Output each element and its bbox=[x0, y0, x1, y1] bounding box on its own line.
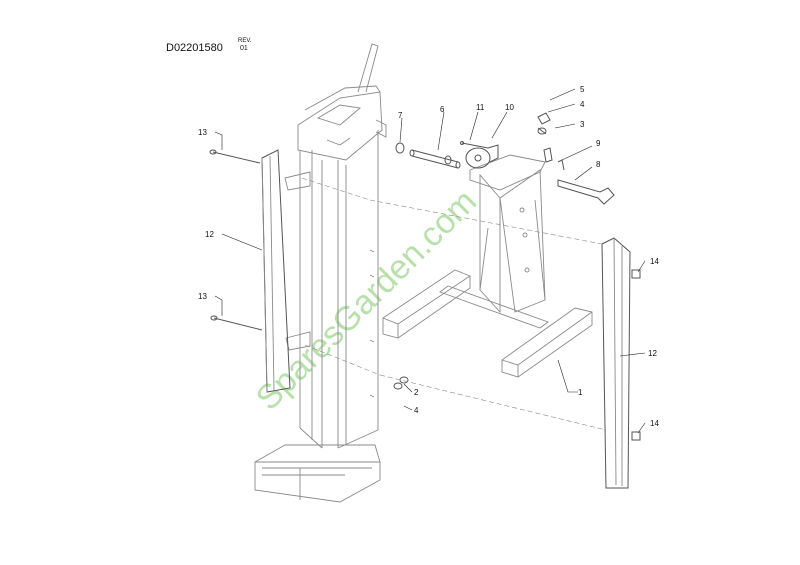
leader-lines bbox=[214, 88, 646, 434]
fastener-part-5-3 bbox=[537, 112, 553, 163]
callout-4-upper: 4 bbox=[580, 100, 585, 109]
revision-number: 01 bbox=[240, 45, 248, 52]
callout-10: 10 bbox=[505, 103, 514, 112]
document-id: D02201580 bbox=[166, 42, 223, 54]
nut-part-14-lower bbox=[631, 431, 641, 441]
callout-5: 5 bbox=[580, 85, 585, 94]
callout-11: 11 bbox=[476, 103, 485, 112]
callout-9: 9 bbox=[596, 139, 601, 148]
callout-4-lower: 4 bbox=[414, 406, 419, 415]
watermark: SparesGarden.com bbox=[249, 182, 484, 417]
pin-part-6 bbox=[409, 149, 461, 169]
callout-14-lower: 14 bbox=[650, 419, 659, 428]
callout-3: 3 bbox=[580, 120, 585, 129]
callout-13-lower: 13 bbox=[198, 292, 207, 301]
callout-14-upper: 14 bbox=[650, 257, 659, 266]
rod-part-11 bbox=[460, 141, 489, 149]
bolt-part-13-lower bbox=[210, 315, 263, 331]
callout-12-right: 12 bbox=[648, 349, 657, 358]
callout-labels: 1 2 3 4 4 5 6 7 8 9 10 11 12 12 13 13 14… bbox=[198, 85, 659, 428]
right-channel-part-12 bbox=[601, 237, 631, 489]
callout-6: 6 bbox=[440, 105, 445, 114]
callout-1: 1 bbox=[578, 388, 583, 397]
callout-12-left: 12 bbox=[205, 230, 214, 239]
left-channel-part-12 bbox=[261, 149, 291, 393]
nut-part-14-upper bbox=[631, 269, 641, 279]
revision-label: REV. bbox=[238, 38, 252, 44]
clip-part-9 bbox=[557, 159, 565, 171]
handle-part-8 bbox=[557, 179, 615, 205]
washer-part-7 bbox=[395, 142, 405, 154]
bolt-part-13-upper bbox=[209, 149, 261, 164]
callout-2: 2 bbox=[414, 388, 419, 397]
callout-7: 7 bbox=[398, 111, 403, 120]
callout-13-upper: 13 bbox=[198, 128, 207, 137]
assembly-guides bbox=[301, 177, 607, 431]
base-stand-part-1 bbox=[382, 144, 593, 378]
callout-8: 8 bbox=[596, 160, 601, 169]
nut-part-small bbox=[444, 155, 452, 165]
